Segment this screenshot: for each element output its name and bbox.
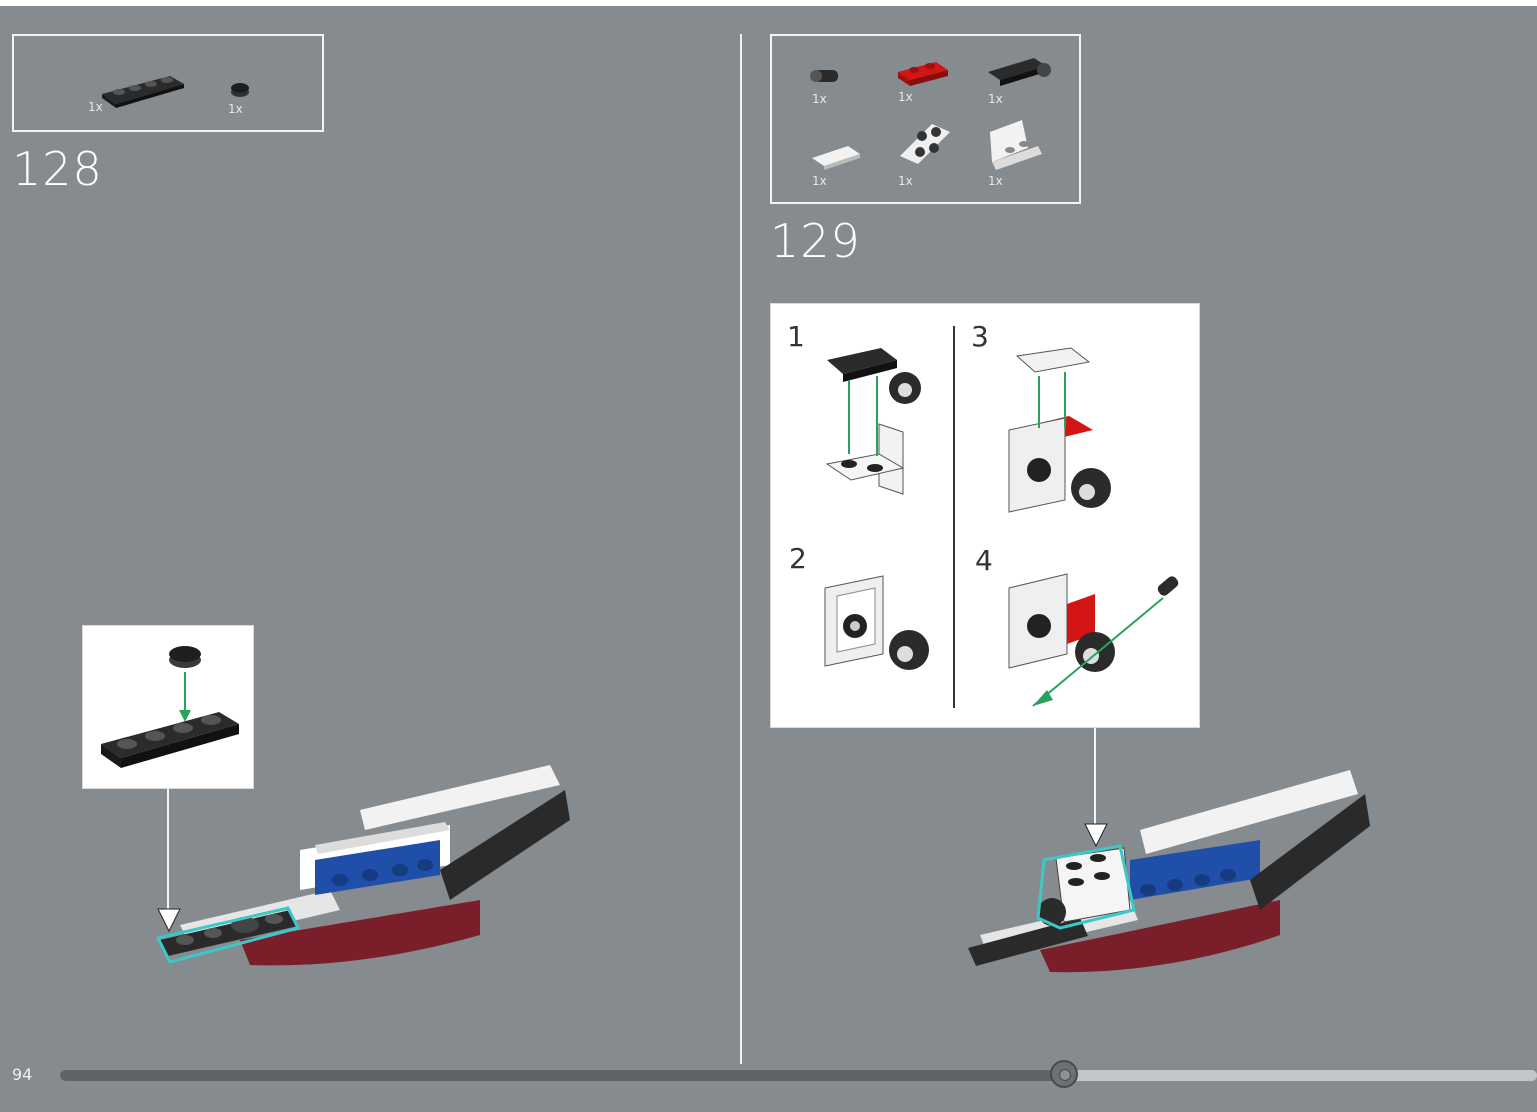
parts-list-128: 1x 1x — [12, 34, 324, 132]
red-plate-1x2-icon — [898, 62, 948, 86]
round-tile-attach-illustration — [101, 646, 239, 768]
substep-divider — [953, 326, 955, 708]
qty-label: 1x — [988, 174, 1003, 188]
qty-label: 1x — [898, 174, 913, 188]
white-bracket-icon — [990, 120, 1042, 170]
substep-number: 3 — [971, 320, 989, 353]
top-edge — [0, 0, 1537, 6]
qty-label: 1x — [228, 102, 243, 116]
page-divider — [740, 34, 742, 1064]
white-plate-with-holes-icon — [900, 124, 950, 164]
black-plate-1x4-icon — [102, 76, 184, 108]
callout-pointer-line — [1094, 728, 1096, 838]
black-round-tile-icon — [231, 83, 249, 97]
step-number-128: 128 — [12, 142, 103, 196]
parts-129-illustrations — [810, 58, 1051, 170]
substep-illustrations — [824, 347, 1179, 707]
substep-number: 2 — [789, 542, 807, 575]
black-pin-icon — [810, 70, 838, 82]
callout-pointer-arrow — [1084, 823, 1108, 848]
black-plate-with-clip-icon — [988, 58, 1051, 86]
callout-pointer-line — [167, 789, 169, 911]
parts-list-129: 1x 1x 1x 1x 1x 1x — [770, 34, 1081, 204]
white-tile-1x2-icon — [812, 146, 860, 170]
callout-129: 1 2 3 4 — [770, 303, 1200, 728]
qty-label: 1x — [812, 92, 827, 106]
ship-model-128 — [155, 765, 570, 966]
substep-number: 1 — [787, 320, 805, 353]
callout-128 — [82, 625, 254, 789]
slider-handle-center — [1059, 1069, 1072, 1081]
qty-label: 1x — [88, 100, 103, 114]
substep-1-illustration — [825, 348, 921, 495]
callout-pointer-arrow — [157, 908, 181, 933]
qty-label: 1x — [898, 90, 913, 104]
qty-label: 1x — [812, 174, 827, 188]
substep-4-illustration — [1008, 573, 1179, 707]
progress-fill — [60, 1070, 1065, 1081]
substep-number: 4 — [975, 544, 993, 577]
substep-2-illustration — [824, 575, 929, 670]
step-number-129: 129 — [770, 214, 861, 268]
qty-label: 1x — [988, 92, 1003, 106]
page-number: 94 — [12, 1065, 33, 1084]
progress-slider-handle[interactable] — [1050, 1060, 1079, 1088]
substep-3-illustration — [1008, 347, 1111, 513]
ship-model-129 — [968, 770, 1370, 973]
